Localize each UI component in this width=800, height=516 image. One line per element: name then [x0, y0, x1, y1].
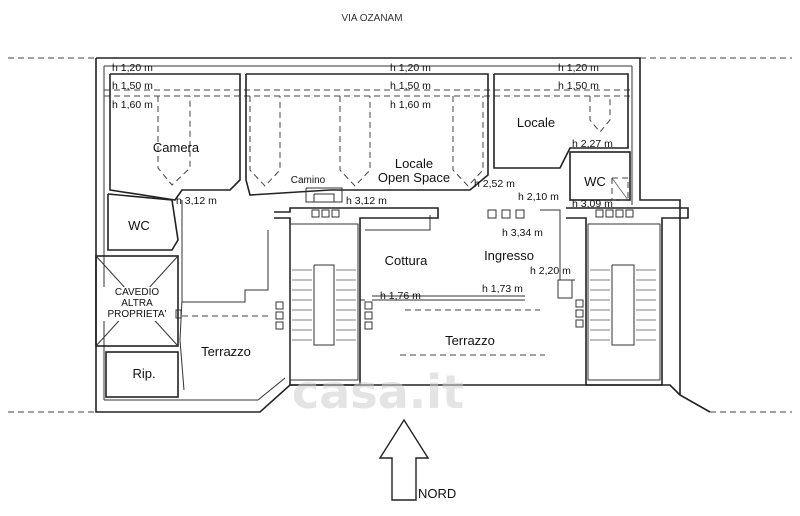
cavedio-area: [95, 255, 179, 347]
terrazzo-left-label: Terrazzo: [201, 344, 251, 359]
outer-walls: [95, 57, 711, 413]
height-right-120: h 1,20 m: [558, 62, 599, 74]
open-space-room: [245, 73, 489, 196]
height-right-150: h 1,50 m: [558, 80, 599, 92]
height-mid-150: h 1,50 m: [390, 80, 431, 92]
height-227: h 2,27 m: [572, 138, 613, 150]
locale-room: [493, 73, 629, 169]
cottura-label: Cottura: [385, 253, 428, 268]
height-176: h 1,76 m: [380, 290, 421, 302]
height-lines: [104, 89, 632, 97]
cavedio-label-line2: ALTRA: [121, 298, 153, 309]
camera-room: [109, 73, 241, 201]
height-334: h 3,34 m: [502, 227, 543, 239]
terrazzo-center-label: Terrazzo: [445, 333, 495, 348]
interior-walls: [179, 200, 575, 391]
watermark-logo: casa.it: [292, 365, 464, 419]
camino-label: Camino: [291, 175, 326, 186]
height-left-160: h 1,60 m: [112, 99, 153, 111]
open-space-label-line2: Open Space: [378, 170, 450, 185]
height-173: h 1,73 m: [482, 283, 523, 295]
cavedio-label-line3: PROPRIETA': [108, 309, 167, 320]
height-312-b: h 3,12 m: [346, 195, 387, 207]
north-arrow-icon: [378, 418, 430, 501]
stair-right: [566, 207, 689, 386]
camera-label: Camera: [153, 140, 200, 155]
height-309: h 3,09 m: [572, 198, 613, 210]
street-label: VIA OZANAM: [341, 13, 402, 24]
height-mid-120: h 1,20 m: [390, 62, 431, 74]
north-label: NORD: [418, 486, 456, 501]
ripostiglio-room: [105, 351, 179, 398]
wc-left-label: WC: [128, 218, 150, 233]
pillars: [175, 209, 634, 330]
open-space-label-line1: Locale: [395, 156, 433, 171]
cavedio-label-line1: CAVEDIO: [115, 287, 159, 298]
stair-left: [274, 207, 439, 386]
wc-right-room: [569, 151, 631, 201]
height-mid-160: h 1,60 m: [390, 99, 431, 111]
height-left-120: h 1,20 m: [112, 62, 153, 74]
wc-right-label: WC: [584, 174, 606, 189]
rip-label: Rip.: [132, 366, 155, 381]
height-left-150: h 1,50 m: [112, 80, 153, 92]
locale-label: Locale: [517, 115, 555, 130]
height-220: h 2,20 m: [530, 265, 571, 277]
wc-left-room: [107, 193, 179, 251]
height-312-a: h 3,12 m: [176, 195, 217, 207]
height-210: h 2,10 m: [518, 191, 559, 203]
camino-fireplace: [305, 187, 343, 203]
ingresso-label: Ingresso: [484, 248, 534, 263]
height-252: h 2,52 m: [474, 178, 515, 190]
